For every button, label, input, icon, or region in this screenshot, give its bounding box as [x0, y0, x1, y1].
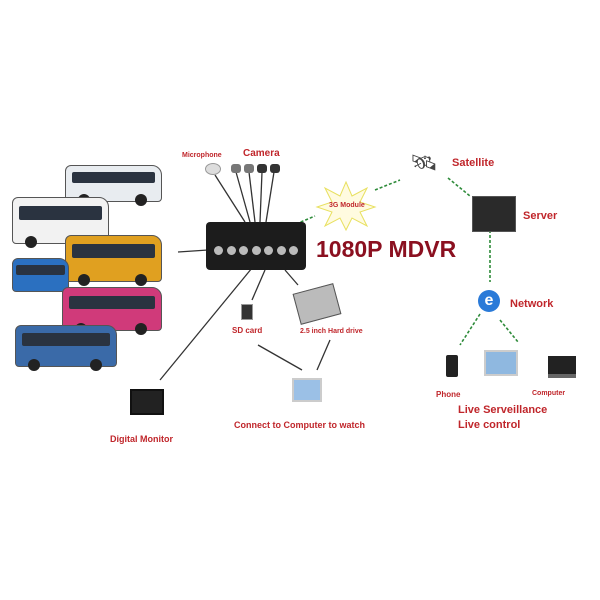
desktop-computer-icon: [292, 378, 322, 402]
internet-explorer-icon: e: [478, 290, 500, 312]
network-label: Network: [510, 298, 554, 310]
camera-icon: [231, 164, 241, 173]
mdvr-title: 1080P MDVR: [316, 236, 457, 262]
mdvr-device: [206, 222, 306, 270]
live-control-label: Live control: [458, 419, 521, 431]
3g-module-starburst-icon: [315, 180, 377, 232]
laptop-icon: [548, 356, 576, 378]
bus-image: [12, 258, 69, 292]
microphone-icon: [205, 163, 221, 175]
server-icon: [472, 196, 516, 232]
camera-label: Camera: [243, 148, 280, 159]
digital-monitor-icon: [130, 389, 164, 415]
bus-image: [15, 325, 117, 371]
satellite-label: Satellite: [452, 157, 495, 169]
3g-module-label: 3G Module: [329, 202, 365, 209]
camera-icon: [257, 164, 267, 173]
computer-label: Computer: [532, 390, 566, 397]
hard-drive-label: 2.5 inch Hard drive: [300, 328, 363, 335]
phone-label: Phone: [436, 390, 461, 399]
camera-icon: [270, 164, 280, 173]
bus-image: [65, 235, 162, 286]
server-label: Server: [523, 210, 558, 222]
digital-monitor-label: Digital Monitor: [110, 434, 173, 444]
microphone-label: Microphone: [182, 152, 222, 159]
sd-card-label: SD card: [232, 326, 263, 335]
connect-computer-label: Connect to Computer to watch: [234, 420, 365, 430]
sd-card-icon: [241, 304, 253, 320]
satellite-icon: 🛰: [410, 150, 438, 175]
desktop-computer-icon: [484, 350, 518, 376]
camera-icon: [244, 164, 254, 173]
live-surveillance-label: Live Serveillance: [458, 404, 548, 416]
bus-image: [12, 197, 109, 248]
bus-image: [65, 165, 162, 206]
phone-icon: [446, 355, 458, 377]
